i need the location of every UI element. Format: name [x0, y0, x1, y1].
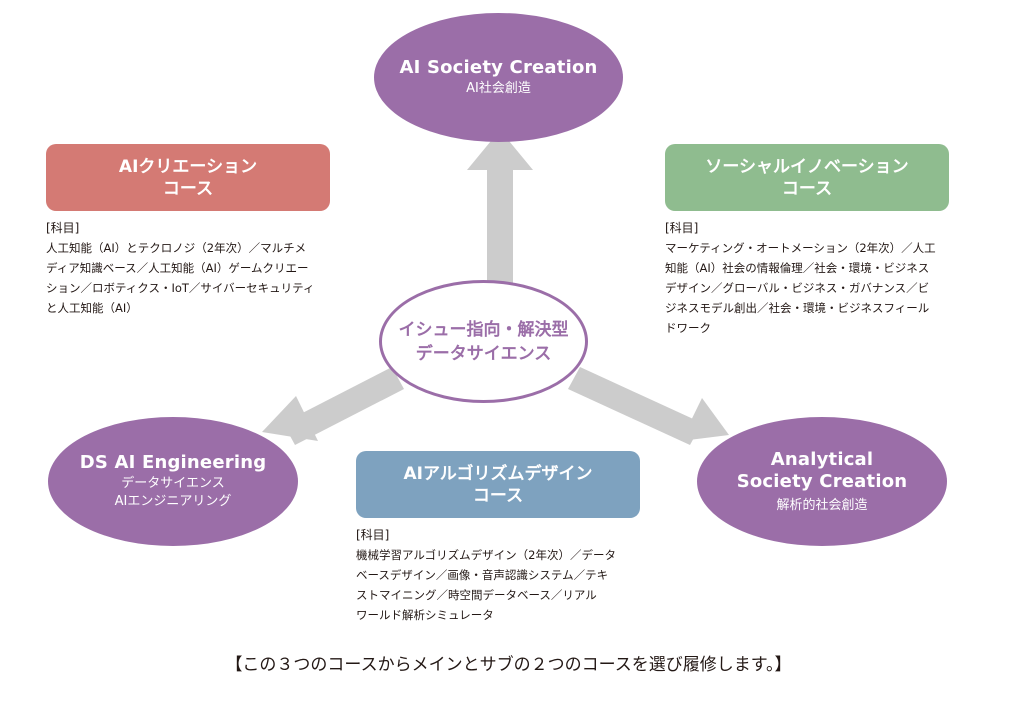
course-title: AIクリエーション	[118, 156, 258, 177]
node-ai-society-creation: AI Society Creation AI社会創造	[374, 13, 623, 142]
course-title: コース	[781, 178, 833, 199]
subject-line: ション／ロボティクス・IoT／サイバーセキュリティ	[46, 281, 315, 295]
subject-line: 知能（AI）社会の情報倫理／社会・環境・ビジネス	[665, 261, 930, 275]
subjects-ai-algorithm-design: [科目] 機械学習アルゴリズムデザイン（2年次）／データ ベースデザイン／画像・…	[356, 525, 656, 625]
footer-note: 【この３つのコースからメインとサブの２つのコースを選び履修します。】	[225, 655, 792, 675]
subject-line: と人工知能（AI）	[46, 301, 138, 315]
node-title: AI Society Creation	[399, 57, 598, 78]
arrow-down-right-icon	[568, 367, 729, 445]
course-ai-creation: AIクリエーション コース	[46, 144, 330, 211]
subject-line: ディア知識ベース／人工知能（AI）ゲームクリエー	[46, 261, 309, 275]
course-title: コース	[472, 485, 524, 506]
node-subtitle: 解析的社会創造	[776, 497, 868, 513]
subjects-header: [科目]	[665, 221, 699, 235]
center-node: イシュー指向・解決型 データサイエンス	[379, 280, 588, 403]
subject-line: デザイン／グローバル・ビジネス・ガバナンス／ビ	[665, 281, 930, 295]
node-analytical-society-creation: Analytical Society Creation 解析的社会創造	[697, 417, 947, 546]
node-subtitle: AIエンジニアリング	[114, 494, 232, 509]
arrow-down-left-icon	[262, 367, 404, 445]
node-subtitle: AI社会創造	[466, 81, 531, 96]
subject-line: ジネスモデル創出／社会・環境・ビジネスフィール	[665, 301, 930, 315]
arrow-up-icon	[467, 130, 533, 283]
course-title: コース	[162, 178, 214, 199]
subjects-header: [科目]	[46, 221, 80, 235]
node-ds-ai-engineering: DS AI Engineering データサイエンス AIエンジニアリング	[48, 417, 298, 546]
subject-line: 人工知能（AI）とテクロノジ（2年次）／マルチメ	[46, 241, 307, 255]
subject-line: 機械学習アルゴリズムデザイン（2年次）／データ	[356, 548, 616, 562]
subjects-social-innovation: [科目] マーケティング・オートメーション（2年次）／人工 知能（AI）社会の情…	[665, 218, 965, 338]
subject-line: ワールド解析シミュレータ	[356, 608, 494, 622]
course-social-innovation: ソーシャルイノベーション コース	[665, 144, 949, 211]
node-title: Society Creation	[736, 470, 908, 492]
node-subtitle: データサイエンス	[121, 476, 225, 491]
subject-line: マーケティング・オートメーション（2年次）／人工	[665, 241, 936, 255]
node-title: DS AI Engineering	[79, 452, 267, 473]
course-title: ソーシャルイノベーション	[705, 156, 909, 177]
subject-line: ベースデザイン／画像・音声認識システム／テキ	[356, 568, 609, 582]
course-ai-algorithm-design: AIアルゴリズムデザイン コース	[356, 451, 640, 518]
course-title: AIアルゴリズムデザイン	[403, 463, 593, 484]
node-title: Analytical	[770, 448, 874, 470]
subject-line: ドワーク	[665, 321, 711, 335]
subject-line: ストマイニング／時空間データベース／リアル	[356, 588, 597, 602]
subjects-header: [科目]	[356, 528, 390, 542]
center-line-1: イシュー指向・解決型	[398, 319, 569, 340]
center-line-2: データサイエンス	[415, 343, 552, 364]
subjects-ai-creation: [科目] 人工知能（AI）とテクロノジ（2年次）／マルチメ ディア知識ベース／人…	[46, 218, 346, 318]
